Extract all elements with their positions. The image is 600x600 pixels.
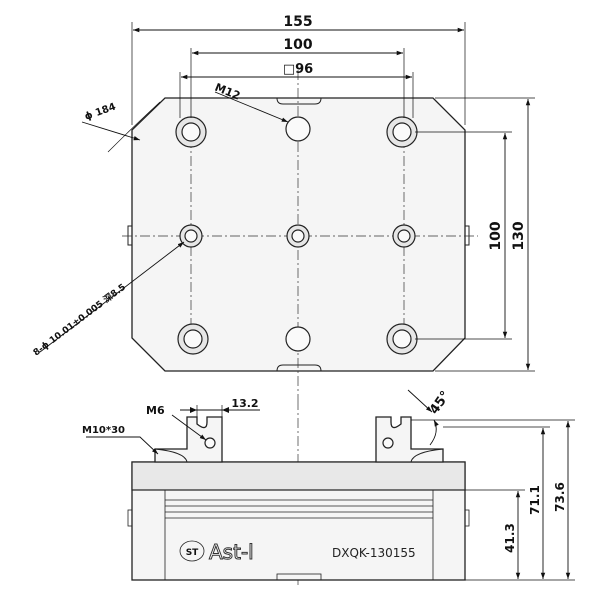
- dim-73-6-text: 73.6: [553, 482, 567, 512]
- left-side-bump: [127, 225, 132, 246]
- right-jaw-curve: [410, 448, 444, 463]
- base-bottom-notch: [276, 573, 322, 581]
- brand-logo-mark: ST: [186, 548, 199, 558]
- base-side-bump-left: [127, 509, 133, 527]
- m6-hole-left: [204, 437, 216, 449]
- m10-label: M10*30: [82, 425, 125, 436]
- angle-45-arm: [407, 389, 433, 413]
- dim-71-1-text: 71.1: [528, 485, 542, 515]
- dim-13-2-text: 13.2: [231, 397, 258, 410]
- top-notch: [276, 97, 322, 105]
- base-side-bump-right: [464, 509, 470, 527]
- brand-name: Ast-l: [209, 540, 254, 564]
- hole-top-left: [175, 116, 207, 148]
- dim-100-text: 100: [283, 37, 312, 53]
- right-side-bump: [465, 225, 470, 246]
- top-view: 155 100 □96 M12 ϕ 184 8-ϕ 10.01±0.005 深8…: [31, 14, 535, 400]
- m6-label: M6: [146, 404, 165, 417]
- phi184-leader: [81, 121, 141, 141]
- dim-155-text: 155: [283, 14, 312, 30]
- model-number: DXQK-130155: [332, 546, 416, 560]
- brand-logo-icon: [179, 540, 205, 562]
- left-jaw-curve: [154, 448, 188, 463]
- dim-96-text: □96: [283, 62, 313, 77]
- pin-hole-center: [286, 224, 310, 248]
- base-top-band: [131, 461, 466, 491]
- hole-bottom-right: [386, 323, 418, 355]
- m12-hole-bottom: [285, 326, 311, 352]
- phi184-arc: [107, 101, 161, 153]
- hole-bottom-left: [177, 323, 209, 355]
- right-jaw: [375, 416, 444, 463]
- m10-leader: [86, 436, 159, 455]
- angle-45-arc: [429, 419, 439, 446]
- dim-130-text: 130: [511, 221, 527, 250]
- phi184-label: ϕ 184: [83, 101, 117, 122]
- dim-41-3-text: 41.3: [503, 523, 517, 553]
- m6-leader: [171, 414, 207, 441]
- pin-hole-left: [179, 224, 203, 248]
- pin-hole-label: 8-ϕ 10.01±0.005 深8.5: [31, 281, 128, 359]
- pin-hole-right: [392, 224, 416, 248]
- pin-hole-leader: [39, 241, 185, 353]
- angle-45-text: 45°: [427, 389, 453, 418]
- dim-v100-text: 100: [488, 221, 504, 250]
- bottom-notch: [276, 364, 322, 372]
- hole-top-right: [386, 116, 418, 148]
- m12-hole-top: [285, 116, 311, 142]
- m12-leader: [214, 91, 289, 123]
- front-view: ST Ast-l DXQK-130155 13.2 M6 M10*30 45° …: [82, 389, 575, 585]
- m6-hole-right: [382, 437, 394, 449]
- left-jaw: [154, 416, 223, 463]
